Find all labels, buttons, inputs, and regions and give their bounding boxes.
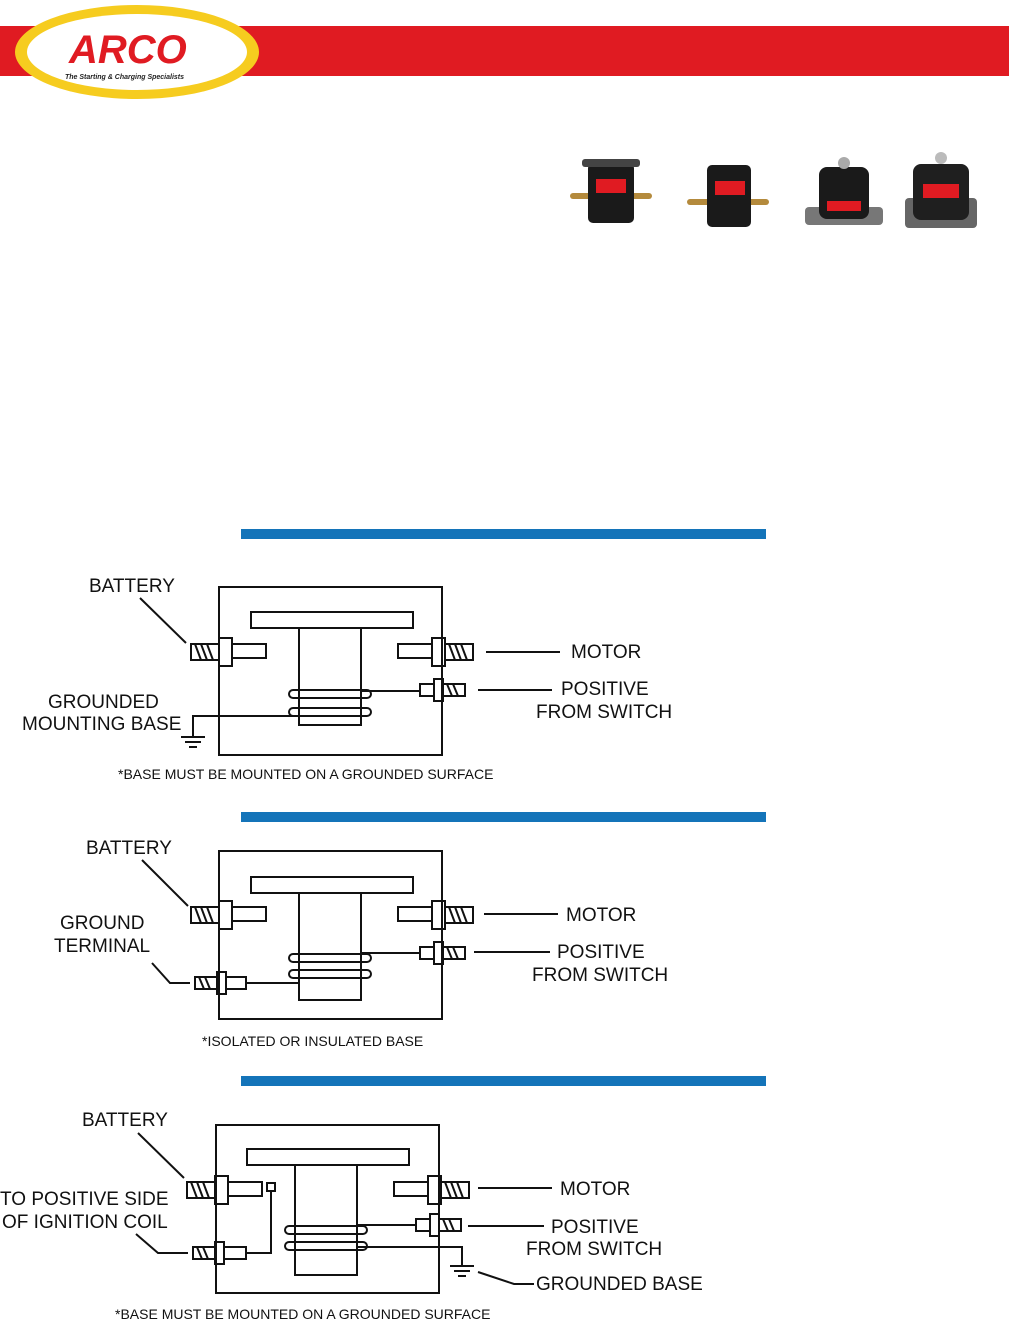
logo-wordmark: ARCO <box>68 28 187 72</box>
positive-label-line2: FROM SWITCH <box>526 1239 662 1260</box>
product-photos <box>570 152 977 228</box>
battery-label: BATTERY <box>82 1110 168 1131</box>
ignition-label-line1: TO POSITIVE SIDE <box>0 1189 169 1210</box>
ground-label-line1: GROUNDED <box>48 692 159 713</box>
battery-label: BATTERY <box>86 838 172 859</box>
ignition-label-line2: OF IGNITION COIL <box>2 1212 168 1233</box>
product-solenoid-2 <box>687 165 769 227</box>
positive-label-line2: FROM SWITCH <box>536 702 672 723</box>
diagram-note: *BASE MUST BE MOUNTED ON A GROUNDED SURF… <box>115 1306 490 1321</box>
logo-tagline: The Starting & Charging Specialists <box>65 74 184 81</box>
ground-label-line2: TERMINAL <box>54 936 150 957</box>
section-bar-3 <box>241 1076 766 1086</box>
wiring-diagram-1: BATTERY GROUNDED MOUNTING BASE MOTOR POS… <box>22 576 672 782</box>
arco-logo: ARCO The Starting & Charging Specialists <box>15 5 259 99</box>
positive-label-line1: POSITIVE <box>551 1217 639 1238</box>
section-bar-2 <box>241 812 766 822</box>
motor-label: MOTOR <box>571 642 641 663</box>
motor-label: MOTOR <box>560 1179 630 1200</box>
diagram-note: *ISOLATED OR INSULATED BASE <box>202 1033 423 1049</box>
motor-label: MOTOR <box>566 905 636 926</box>
product-solenoid-1 <box>570 159 652 223</box>
grounded-base-label: GROUNDED BASE <box>536 1274 703 1295</box>
wiring-diagram-2: BATTERY GROUND TERMINAL MOTOR POSITIVE F… <box>54 838 668 1049</box>
ground-label-line1: GROUND <box>60 913 144 934</box>
positive-label-line2: FROM SWITCH <box>532 965 668 986</box>
diagram-note: *BASE MUST BE MOUNTED ON A GROUNDED SURF… <box>118 766 493 782</box>
product-solenoid-3 <box>805 157 883 225</box>
wiring-diagram-3: BATTERY TO POSITIVE SIDE OF IGNITION COI… <box>0 1110 703 1321</box>
product-solenoid-4 <box>905 152 977 228</box>
section-bar-1 <box>241 529 766 539</box>
battery-label: BATTERY <box>89 576 175 597</box>
positive-label-line1: POSITIVE <box>557 942 645 963</box>
positive-label-line1: POSITIVE <box>561 679 649 700</box>
ground-label-line2: MOUNTING BASE <box>22 714 181 735</box>
